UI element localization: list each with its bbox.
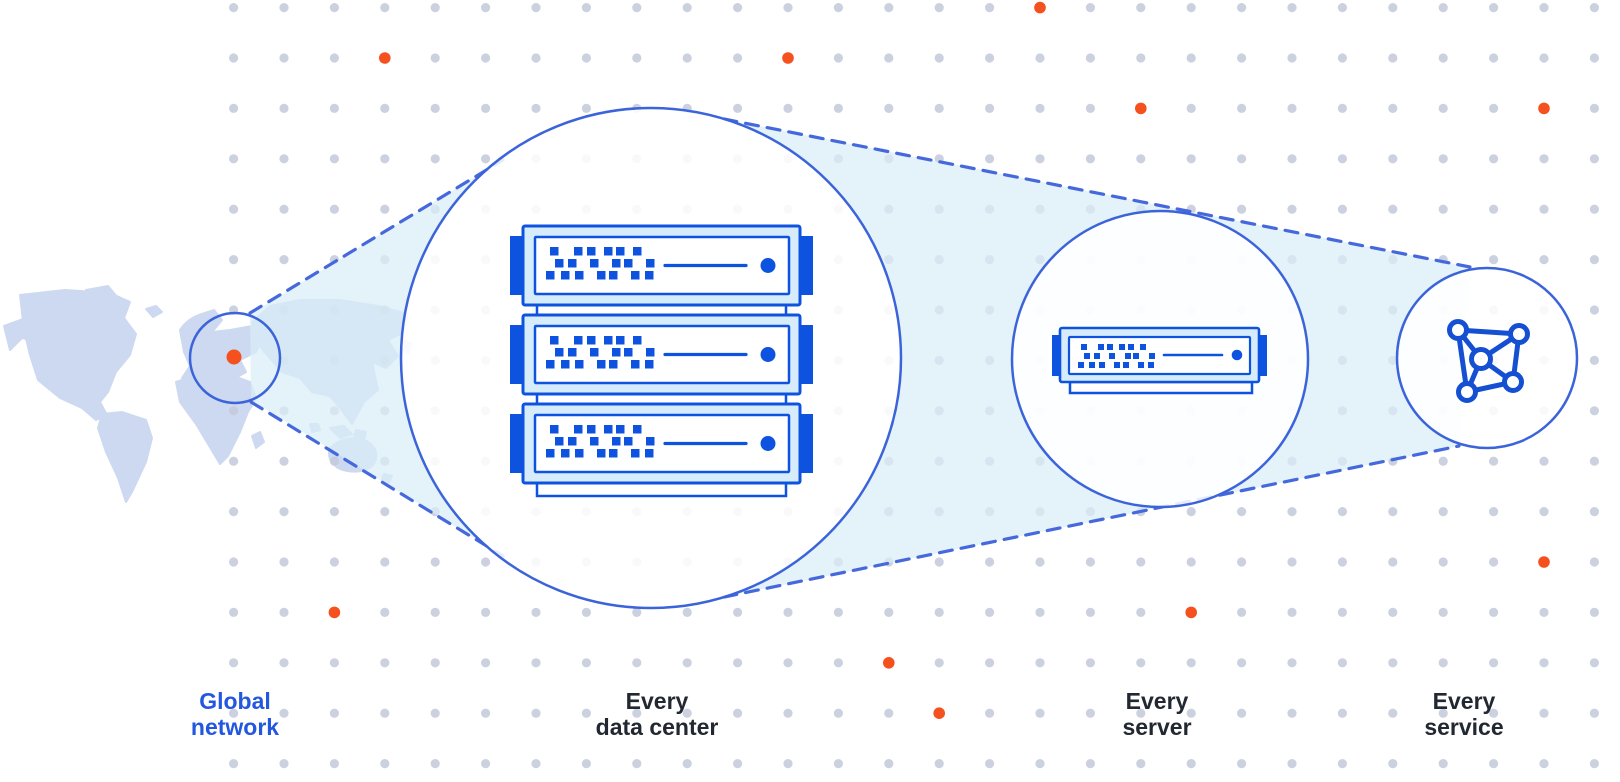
label-line: Every (625, 688, 689, 714)
network-graph-icon (1447, 319, 1530, 403)
label-line: network (190, 713, 280, 740)
label-line: Every (1432, 688, 1496, 714)
label-line: data center (595, 713, 719, 740)
label-line: service (1424, 713, 1504, 740)
dashed-tangent-lines (248, 117, 1472, 599)
label-line: server (1122, 713, 1192, 740)
server-unit (510, 313, 813, 409)
beam-left (250, 160, 503, 556)
server-rack-icon (510, 224, 813, 498)
label-line: Every (1125, 688, 1189, 714)
global-network-circle (188, 311, 282, 405)
location-marker-dot (226, 349, 242, 365)
server-unit (510, 224, 813, 320)
server-unit (510, 402, 813, 498)
label-line: Global (199, 688, 271, 714)
server-unit-icon (1052, 326, 1267, 395)
